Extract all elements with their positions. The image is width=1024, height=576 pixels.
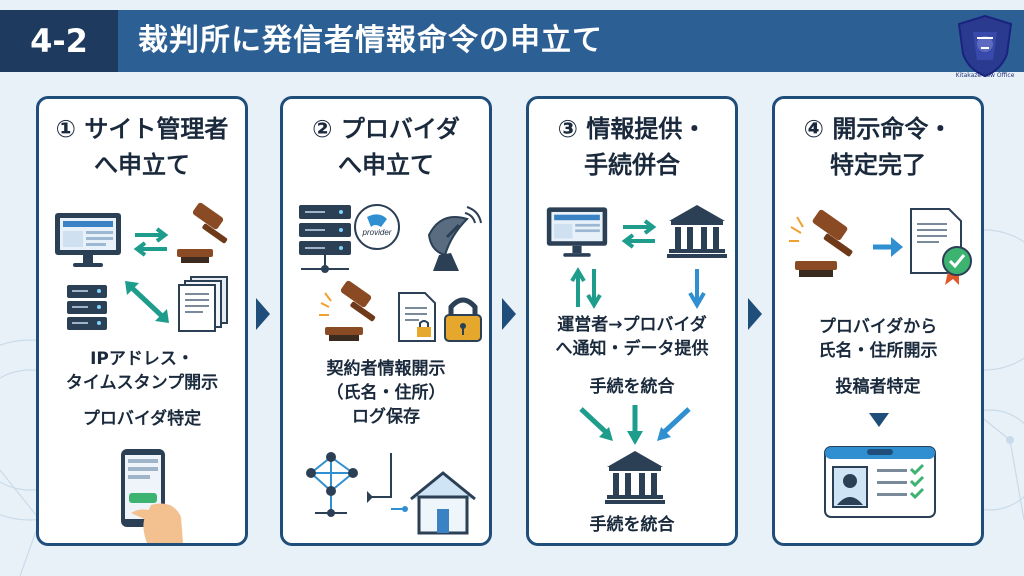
step-card-3: ③ 情報提供・ 手続併合 運営者→プロバイダ へ通知・データ提供 手続を統合 bbox=[526, 96, 738, 546]
documents-icon bbox=[178, 276, 228, 332]
server-icon bbox=[67, 285, 107, 330]
locked-document-icon bbox=[398, 292, 436, 342]
step-2-text-contract: 契約者情報開示 （氏名・住所） ログ保存 bbox=[326, 359, 446, 427]
gavel-icon bbox=[319, 280, 376, 341]
flow-arrow-3 bbox=[748, 298, 762, 330]
section-number: 4-2 bbox=[0, 10, 118, 72]
padlock-icon bbox=[444, 297, 482, 342]
monitor-icon bbox=[55, 213, 121, 267]
step-3-text-merge-2: 手続を統合 bbox=[589, 515, 675, 535]
diagonal-arrow-icon bbox=[125, 281, 169, 323]
step-3-text-merge-1: 手続を統合 bbox=[589, 377, 675, 397]
gavel-icon bbox=[177, 202, 228, 263]
network-to-home-icon bbox=[306, 452, 476, 535]
provider-badge-text: provider bbox=[362, 228, 392, 237]
converging-arrows-icon bbox=[579, 405, 691, 445]
step-card-2: ② プロバイダ へ申立て provider 契約者情報開示 （氏名・住所） ログ… bbox=[280, 96, 492, 546]
step-card-1: ① サイト管理者 へ申立て IPアドレス・ タイムスタンプ開示 プロバイダ特定 bbox=[36, 96, 248, 546]
flow-arrow-2 bbox=[502, 298, 516, 330]
step-4-text-identify: 投稿者特定 bbox=[835, 377, 921, 397]
step-2-title: ② プロバイダ へ申立て bbox=[312, 115, 460, 179]
exchange-arrows-icon bbox=[621, 219, 657, 249]
exchange-arrows-icon bbox=[133, 227, 169, 257]
right-arrow-icon bbox=[873, 237, 903, 257]
court-building-icon bbox=[667, 205, 727, 258]
step-1-title: ① サイト管理者 へ申立て bbox=[55, 115, 229, 179]
updown-arrows-icon bbox=[570, 267, 602, 309]
provider-server-icon: provider bbox=[299, 204, 400, 273]
step-4-title: ④ 開示命令・ 特定完了 bbox=[803, 115, 953, 179]
certificate-icon bbox=[910, 208, 972, 285]
court-building-icon bbox=[605, 451, 665, 504]
down-arrow-icon bbox=[688, 269, 706, 309]
flow-arrow-1 bbox=[256, 298, 270, 330]
step-1-text-ip: IPアドレス・ タイムスタンプ開示 bbox=[65, 349, 219, 393]
step-card-4: ④ 開示命令・ 特定完了 プロバイダから 氏名・住所開示 投稿者特定 bbox=[772, 96, 984, 546]
step-1-text-provider: プロバイダ特定 bbox=[82, 409, 202, 429]
step-3-text-notify: 運営者→プロバイダ へ通知・データ提供 bbox=[555, 315, 709, 359]
step-4-text-disclose: プロバイダから 氏名・住所開示 bbox=[818, 317, 938, 361]
logo-text: Kitakaze Law Office bbox=[955, 72, 1015, 79]
header-bar: 4-2 裁判所に発信者情報命令の申立て bbox=[0, 10, 1024, 72]
smartphone-hand-icon bbox=[121, 449, 183, 543]
page-title: 裁判所に発信者情報命令の申立て bbox=[138, 23, 603, 58]
gavel-icon bbox=[789, 209, 853, 277]
satellite-dish-icon bbox=[427, 206, 482, 271]
id-card-icon bbox=[824, 446, 936, 518]
monitor-icon bbox=[546, 207, 608, 257]
step-3-title: ③ 情報提供・ 手続併合 bbox=[557, 115, 707, 179]
law-office-logo bbox=[957, 14, 1013, 78]
down-triangle-icon bbox=[869, 413, 889, 427]
